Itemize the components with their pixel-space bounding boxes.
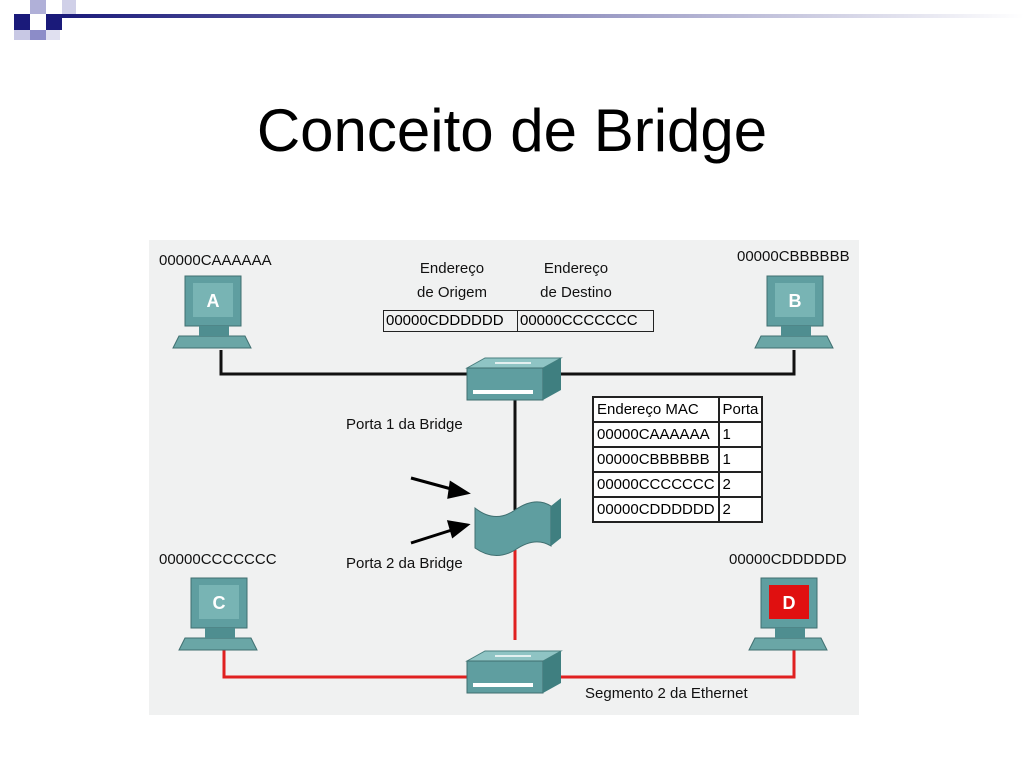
- mac-header: Endereço MAC: [592, 396, 720, 423]
- hub-segment-1: [465, 357, 563, 401]
- svg-text:D: D: [783, 593, 796, 613]
- slide-decoration: [0, 0, 1024, 40]
- segment-1-cable-right: [561, 350, 796, 376]
- svg-text:C: C: [213, 593, 226, 613]
- port-arrows: [410, 476, 471, 545]
- port-cell: 1: [717, 446, 764, 473]
- source-header-line1: Endereço: [419, 260, 485, 277]
- mac-address-table: Endereço MAC Porta 00000CAAAAAA 1 00000C…: [592, 396, 764, 523]
- table-row: 00000CDDDDDD 2: [592, 496, 764, 523]
- hub-segment-2: [465, 650, 563, 694]
- bridge-diagram: A B C D 00000CAAAAAA 00000CBBBBBB 00: [149, 240, 859, 715]
- host-c-address: 00000CCCCCCC: [159, 551, 277, 568]
- host-d-computer: D: [748, 577, 828, 651]
- table-header-row: Endereço MAC Porta: [592, 396, 764, 423]
- host-a-computer: A: [172, 275, 252, 349]
- table-row: 00000CBBBBBB 1: [592, 446, 764, 473]
- svg-text:A: A: [207, 291, 220, 311]
- frame-dest-address: 00000CCCCCCC: [517, 310, 654, 332]
- dest-header-line1: Endereço: [543, 260, 609, 277]
- slide-title: Conceito de Bridge: [256, 97, 768, 164]
- port-cell: 1: [717, 421, 764, 448]
- host-a-address: 00000CAAAAAA: [159, 252, 272, 269]
- table-row: 00000CCCCCCC 2: [592, 471, 764, 498]
- port-header: Porta: [717, 396, 764, 423]
- segment-1-cable: [219, 350, 467, 376]
- table-row: 00000CAAAAAA 1: [592, 421, 764, 448]
- frame-source-address: 00000CDDDDDD: [383, 310, 518, 332]
- source-header-line2: de Origem: [416, 284, 488, 301]
- port-2-label: Porta 2 da Bridge: [346, 555, 463, 572]
- network-drawing: A B C D: [172, 275, 834, 694]
- host-b-computer: B: [754, 275, 834, 349]
- port-1-label: Porta 1 da Bridge: [346, 416, 463, 433]
- svg-text:B: B: [789, 291, 802, 311]
- port-cell: 2: [717, 471, 764, 498]
- segment-2-cable: [222, 650, 467, 679]
- host-c-computer: C: [178, 577, 258, 651]
- host-d-address: 00000CDDDDDD: [729, 551, 847, 568]
- segment-2-label: Segmento 2 da Ethernet: [585, 685, 748, 702]
- mac-cell: 00000CBBBBBB: [592, 446, 720, 473]
- port-cell: 2: [717, 496, 764, 523]
- mac-cell: 00000CCCCCCC: [592, 471, 720, 498]
- bridge-device: [474, 498, 561, 556]
- host-b-address: 00000CBBBBBB: [737, 248, 850, 265]
- mac-cell: 00000CAAAAAA: [592, 421, 720, 448]
- dest-header-line2: de Destino: [540, 284, 612, 301]
- mac-cell: 00000CDDDDDD: [592, 496, 720, 523]
- segment-2-cable-right: [561, 650, 796, 679]
